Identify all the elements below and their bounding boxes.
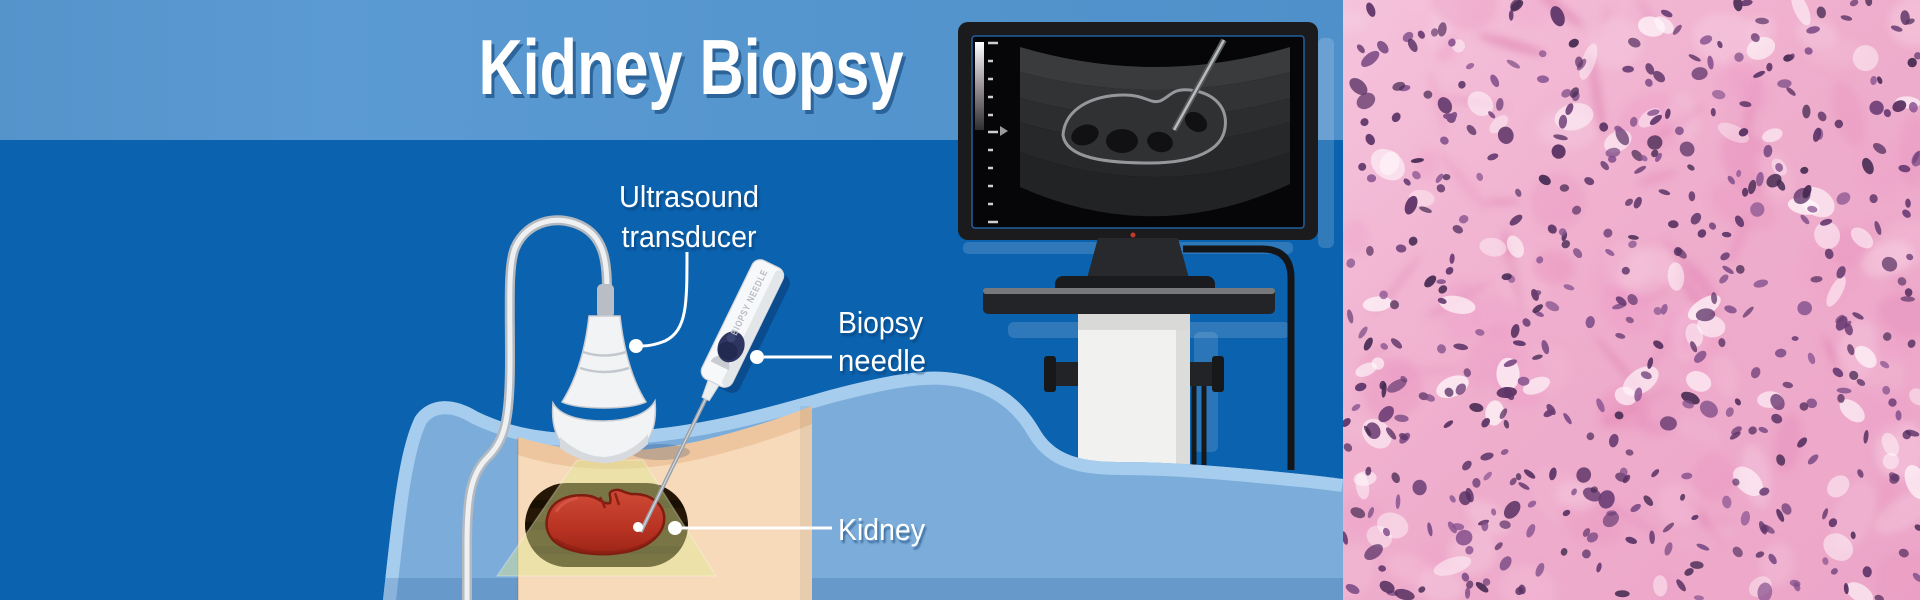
screen-grayscale-bar bbox=[975, 42, 984, 130]
biopsy-needle-device: BIOPSY NEEDLE bbox=[638, 259, 790, 533]
title-shadow: Kidney Biopsy bbox=[482, 27, 907, 115]
svg-text:Ultrasound: Ultrasound bbox=[619, 179, 759, 214]
machine-knobs bbox=[1044, 356, 1224, 465]
leader-lines bbox=[641, 251, 832, 530]
histology-micrograph bbox=[1343, 0, 1920, 600]
svg-text:Biopsy: Biopsy bbox=[838, 305, 923, 340]
control-shelf bbox=[983, 288, 1275, 314]
leader-dots bbox=[629, 339, 764, 535]
page-title: Kidney Biopsy bbox=[479, 23, 904, 111]
machine-cable bbox=[1183, 245, 1295, 470]
label-kidney: Kidney bbox=[838, 512, 925, 547]
monitor bbox=[958, 22, 1318, 240]
kidney-illustration bbox=[545, 488, 666, 556]
power-led bbox=[1130, 232, 1136, 238]
svg-text:transducer: transducer bbox=[622, 219, 757, 254]
screen-marker-triangle bbox=[1000, 126, 1008, 136]
needle-tip-dot bbox=[633, 522, 643, 532]
screen-tick-marks bbox=[988, 41, 998, 224]
ultrasound-transducer-probe bbox=[551, 284, 690, 463]
svg-text:needle: needle bbox=[838, 343, 926, 378]
label-ultrasound-transducer: Ultrasound transducer bbox=[619, 179, 759, 254]
transducer-cable bbox=[462, 215, 612, 600]
ultrasound-screen-image bbox=[975, 38, 1290, 224]
label-biopsy-needle: Biopsy needle bbox=[838, 305, 926, 378]
